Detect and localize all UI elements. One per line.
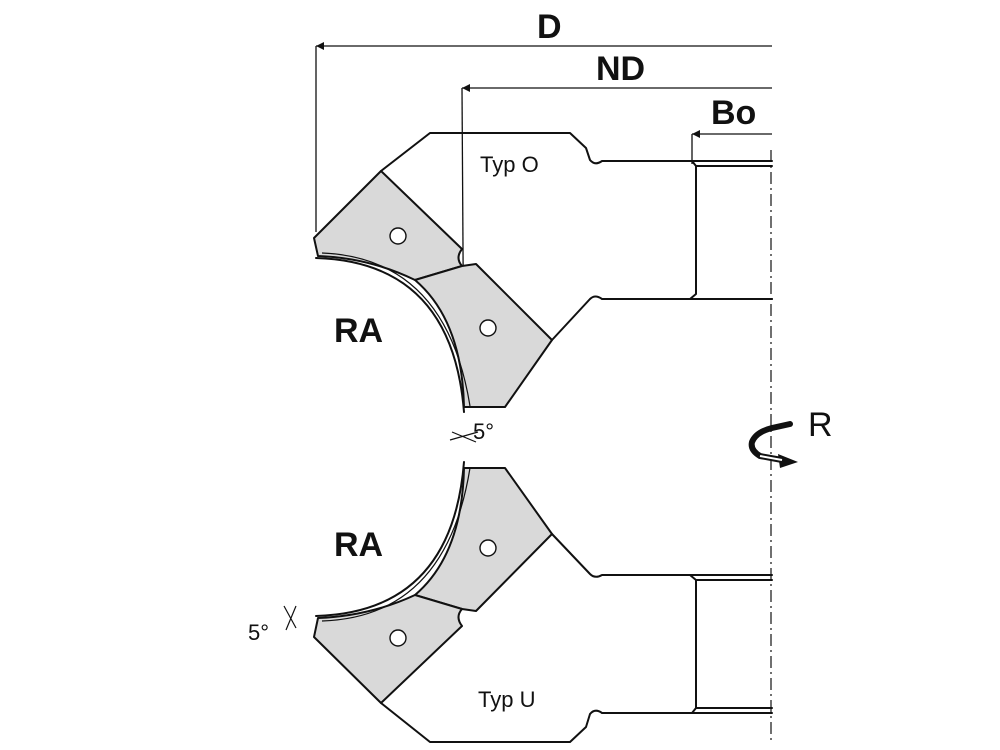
label-type-top: Typ O — [480, 152, 539, 177]
angle-marker-top — [449, 431, 479, 443]
lower-insert-outer — [313, 594, 463, 704]
label-rotation: R — [808, 406, 833, 444]
label-angle-bottom: 5° — [248, 620, 269, 645]
label-ra-bottom: RA — [334, 526, 383, 564]
label-bo: Bo — [711, 94, 756, 132]
label-nd: ND — [596, 50, 645, 88]
upper-insert-inner — [414, 263, 553, 408]
label-type-bottom: Typ U — [478, 687, 535, 712]
screw-hole — [479, 539, 497, 557]
lower-insert-inner — [414, 467, 553, 612]
upper-cutting-edge — [315, 257, 465, 413]
lower-cutting-edge — [315, 461, 465, 617]
label-ra-top: RA — [334, 312, 383, 350]
lower-cutter-body — [380, 533, 773, 743]
screw-hole — [389, 629, 407, 647]
angle-marker-bottom — [283, 605, 297, 631]
dimension-bo — [691, 130, 772, 164]
rotation-arrow-icon — [748, 421, 798, 468]
label-angle-top: 5° — [473, 419, 494, 444]
upper-cutter-body — [380, 132, 773, 341]
screw-hole — [479, 319, 497, 337]
screw-hole — [389, 227, 407, 245]
label-d: D — [537, 8, 562, 46]
dimension-d — [315, 42, 772, 232]
upper-insert-outer — [313, 170, 463, 281]
